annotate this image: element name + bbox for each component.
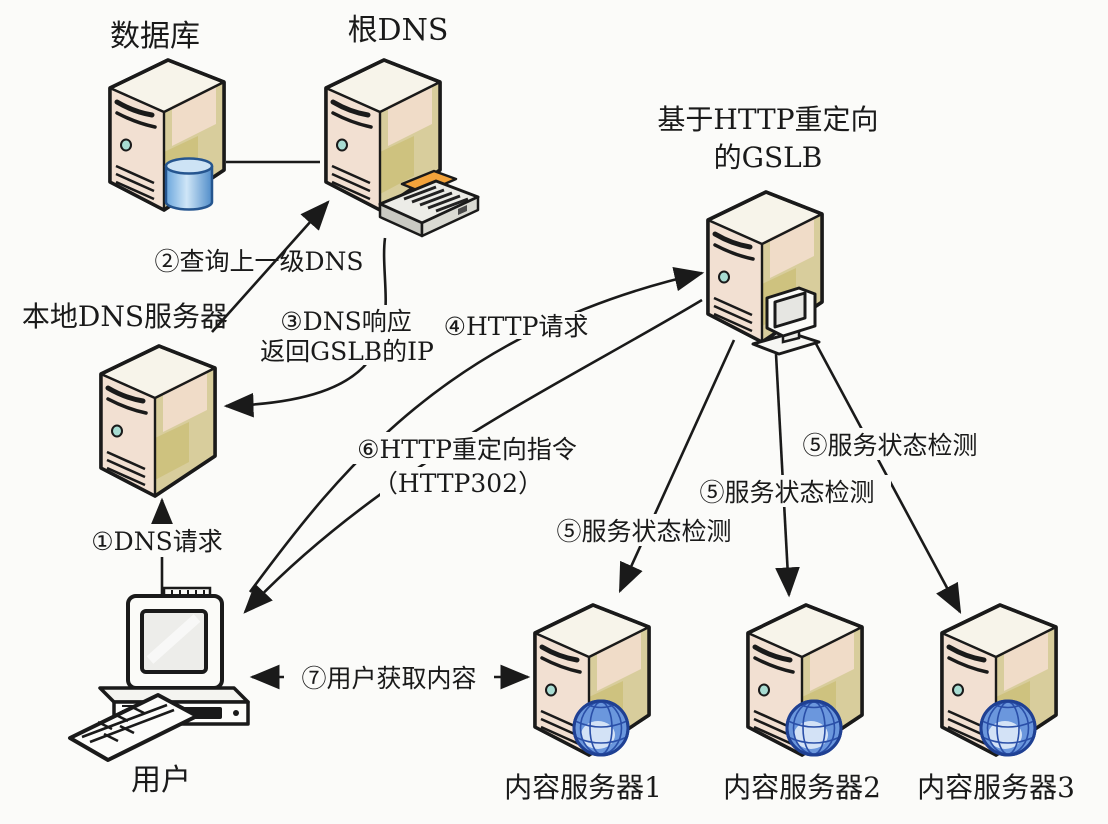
gslb-server-node xyxy=(708,192,822,356)
arrow-step2-query-upper-dns xyxy=(211,200,330,333)
content-server-2-node xyxy=(748,605,862,755)
label-step3: ③DNS响应 返回GSLB的IP xyxy=(258,305,438,366)
step6-label-line1: ⑥HTTP重定向指令 xyxy=(357,435,577,464)
step5-left-label: ⑤服务状态检测 xyxy=(556,517,731,546)
content-server-3-node xyxy=(942,605,1056,755)
content-server-1-label: 内容服务器1 xyxy=(504,771,662,804)
user-computer-node xyxy=(68,586,250,762)
label-step6: ⑥HTTP重定向指令 （HTTP302） xyxy=(352,432,584,498)
label-step2: ②查询上一级DNS xyxy=(154,247,363,276)
step1-label: ①DNS请求 xyxy=(91,527,222,556)
content-server-1-node xyxy=(535,605,649,755)
gslb-label-line1: 基于HTTP重定向 xyxy=(657,103,878,136)
root-dns-server-node xyxy=(326,60,480,238)
label-step5-left: ⑤服务状态检测 xyxy=(544,514,744,546)
mini-computer-icon xyxy=(751,286,821,356)
keyboard-icon xyxy=(68,693,199,762)
local-dns-label: 本地DNS服务器 xyxy=(22,300,228,333)
arrow-step5-check-server2 xyxy=(774,353,800,598)
step5-middle-label: ⑤服务状态检测 xyxy=(699,478,874,507)
root-dns-label: 根DNS xyxy=(348,13,449,48)
step2-label: ②查询上一级DNS xyxy=(154,247,363,276)
server-tower-icon xyxy=(101,346,215,496)
content-server-2-label: 内容服务器2 xyxy=(723,771,881,804)
step5-right-label: ⑤服务状态检测 xyxy=(802,431,977,460)
label-step7: ⑦用户获取内容 xyxy=(284,661,494,693)
content-server-3-label: 内容服务器3 xyxy=(917,771,1075,804)
step6-label-line2: （HTTP302） xyxy=(373,469,543,498)
label-step5-middle: ⑤服务状态检测 xyxy=(683,475,891,507)
database-label: 数据库 xyxy=(110,19,200,54)
label-step1: ①DNS请求 xyxy=(86,524,228,557)
database-server-node xyxy=(110,60,224,210)
step3-label-line2: 返回GSLB的IP xyxy=(260,337,434,366)
label-step5-right: ⑤服务状态检测 xyxy=(786,428,994,460)
database-cylinder-icon xyxy=(164,157,214,211)
step4-label: ④HTTP请求 xyxy=(444,312,589,341)
keyboard-tray-icon xyxy=(378,169,480,238)
step7-label: ⑦用户获取内容 xyxy=(301,664,476,693)
gslb-label-line2: 的GSLB xyxy=(714,141,823,174)
label-step4: ④HTTP请求 xyxy=(442,312,590,341)
local-dns-server-node xyxy=(101,346,215,496)
desktop-monitor-icon xyxy=(126,586,224,690)
arrow-step4-http-request xyxy=(248,267,705,593)
step3-label-line1: ③DNS响应 xyxy=(280,307,411,336)
user-label: 用户 xyxy=(131,763,191,798)
arrow-step5-check-server1 xyxy=(618,339,736,594)
